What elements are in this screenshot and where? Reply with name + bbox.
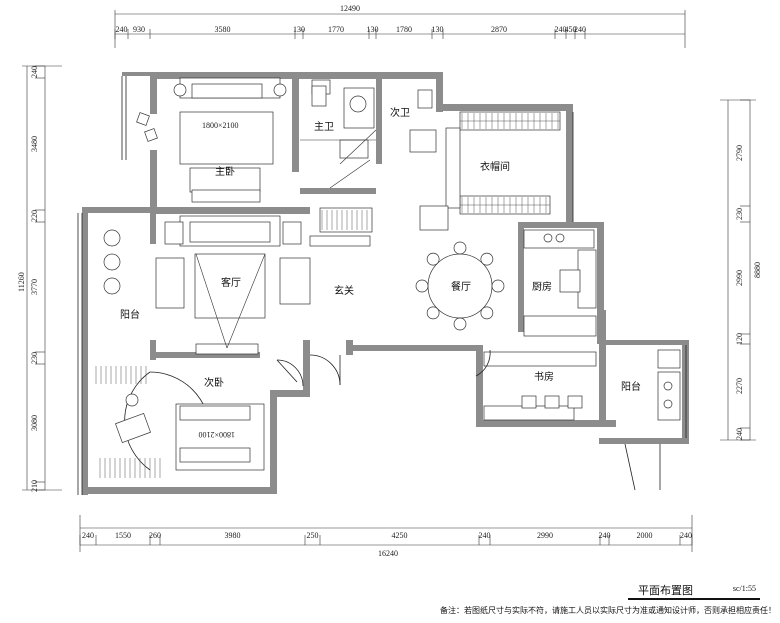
room-label-second-bedroom: 次卧 bbox=[204, 376, 224, 389]
second-bed-size: 1800×2100 bbox=[198, 430, 235, 439]
dining-chair bbox=[491, 279, 505, 293]
right-dimension: 240 bbox=[735, 428, 744, 440]
dining-chair bbox=[415, 279, 429, 293]
second-bedroom: 1800×2100 次卧 bbox=[95, 366, 265, 478]
master-bedroom: 1800×2100 主卧 bbox=[136, 77, 287, 203]
top-dimension: 930 bbox=[133, 25, 145, 34]
left-dimension: 3080 bbox=[30, 415, 39, 431]
bottom-dimension: 2000 bbox=[637, 531, 653, 540]
master-bed-size: 1800×2100 bbox=[202, 121, 239, 130]
right-dimension: 120 bbox=[735, 333, 744, 345]
bottom-dimension: 260 bbox=[149, 531, 161, 540]
bottom-dimension: 240 bbox=[82, 531, 94, 540]
room-label-dining: 餐厅 bbox=[451, 280, 471, 293]
dining-chair bbox=[480, 252, 494, 266]
top-dimension: 240 bbox=[574, 25, 586, 34]
room-label-study: 书房 bbox=[534, 370, 554, 383]
master-bath: 主卫 bbox=[300, 79, 377, 165]
top-dimension-chain: 12490 240 930 3580 130 1770 130 1780 130 2870 240… bbox=[114, 4, 686, 48]
bottom-dimension-chain: 16240 240 1550 260 3980 250 4250 240 2990 240 200… bbox=[79, 515, 693, 558]
room-label-cloakroom: 衣帽间 bbox=[480, 160, 510, 173]
room-label-master-bedroom: 主卧 bbox=[215, 165, 235, 178]
windows bbox=[77, 76, 687, 495]
chairs bbox=[136, 112, 158, 142]
second-bath: 次卫 bbox=[343, 87, 437, 153]
right-dimension: 2790 bbox=[735, 145, 744, 161]
right-total-dim: 8880 bbox=[753, 262, 762, 278]
walls bbox=[82, 72, 689, 495]
dining-chair bbox=[453, 317, 467, 331]
top-dimension: 240 bbox=[555, 25, 567, 34]
bottom-dimension: 1550 bbox=[115, 531, 131, 540]
doors bbox=[276, 349, 491, 387]
bottom-dimension: 240 bbox=[680, 531, 692, 540]
dining: 餐厅 bbox=[415, 205, 505, 331]
top-dimension: 3580 bbox=[215, 25, 231, 34]
cloakroom: 衣帽间 bbox=[445, 111, 561, 215]
left-dimension: 210 bbox=[30, 480, 39, 492]
left-dimension: 3770 bbox=[30, 279, 39, 295]
top-dimension: 2870 bbox=[491, 25, 507, 34]
top-dimension: 130 bbox=[367, 25, 379, 34]
bottom-dimension: 240 bbox=[479, 531, 491, 540]
right-dimension-chain: 8880 2790 230 2990 120 2270 240 bbox=[720, 99, 762, 441]
bottom-total-dim: 16240 bbox=[378, 549, 398, 558]
bottom-dimension: 2990 bbox=[537, 531, 553, 540]
room-label-east-balcony: 阳台 bbox=[621, 380, 641, 393]
right-dimension: 230 bbox=[735, 208, 744, 220]
kitchen: 厨房 bbox=[523, 229, 597, 337]
master-bed bbox=[179, 111, 274, 165]
dining-chair bbox=[480, 306, 494, 320]
room-label-kitchen: 厨房 bbox=[532, 280, 552, 293]
study: 书房 bbox=[483, 351, 597, 421]
top-dimension: 240 bbox=[116, 25, 128, 34]
bottom-dimension: 3980 bbox=[225, 531, 241, 540]
room-label-master-bath: 主卫 bbox=[314, 121, 334, 133]
drawing-title: 平面布置图 bbox=[638, 584, 693, 597]
right-dimension: 2270 bbox=[735, 378, 744, 394]
living-room: 客厅 阳台 bbox=[103, 215, 311, 355]
drawing-note: 备注：若图纸尺寸与实际不符，请施工人员以实际尺寸为准或通知设计师，否则承担相应责… bbox=[440, 606, 776, 615]
top-dimension: 130 bbox=[432, 25, 444, 34]
top-dimension: 1780 bbox=[396, 25, 412, 34]
dining-chair bbox=[426, 252, 440, 266]
dining-chair bbox=[426, 306, 440, 320]
title-block: 平面布置图 sc/1:55 bbox=[628, 582, 760, 600]
drawing-scale: sc/1:55 bbox=[732, 584, 756, 593]
room-label-foyer: 玄关 bbox=[334, 284, 354, 297]
top-total-dim: 12490 bbox=[340, 4, 360, 13]
bottom-dimension: 250 bbox=[307, 531, 319, 540]
room-label-second-bath: 次卫 bbox=[390, 106, 410, 119]
top-dimension: 1770 bbox=[328, 25, 344, 34]
left-total-dim: 11260 bbox=[17, 272, 26, 292]
room-label-west-balcony: 阳台 bbox=[120, 308, 140, 321]
left-dimension: 230 bbox=[30, 352, 39, 364]
foyer: 玄关 bbox=[309, 159, 373, 386]
dining-chair bbox=[453, 241, 467, 255]
bottom-dimension: 4250 bbox=[392, 531, 408, 540]
left-dimension: 220 bbox=[30, 210, 39, 222]
left-dimension-chain: 11260 240 3480 220 3770 230 3080 210 bbox=[17, 65, 62, 492]
east-balcony: 阳台 bbox=[621, 349, 681, 491]
room-label-living-room: 客厅 bbox=[221, 276, 241, 289]
left-dimension: 3480 bbox=[30, 136, 39, 152]
left-dimension: 240 bbox=[30, 66, 39, 78]
right-dimension: 2990 bbox=[735, 270, 744, 286]
top-dimension: 450 bbox=[565, 25, 577, 34]
top-dimension: 130 bbox=[293, 25, 305, 34]
bottom-dimension: 240 bbox=[599, 531, 611, 540]
